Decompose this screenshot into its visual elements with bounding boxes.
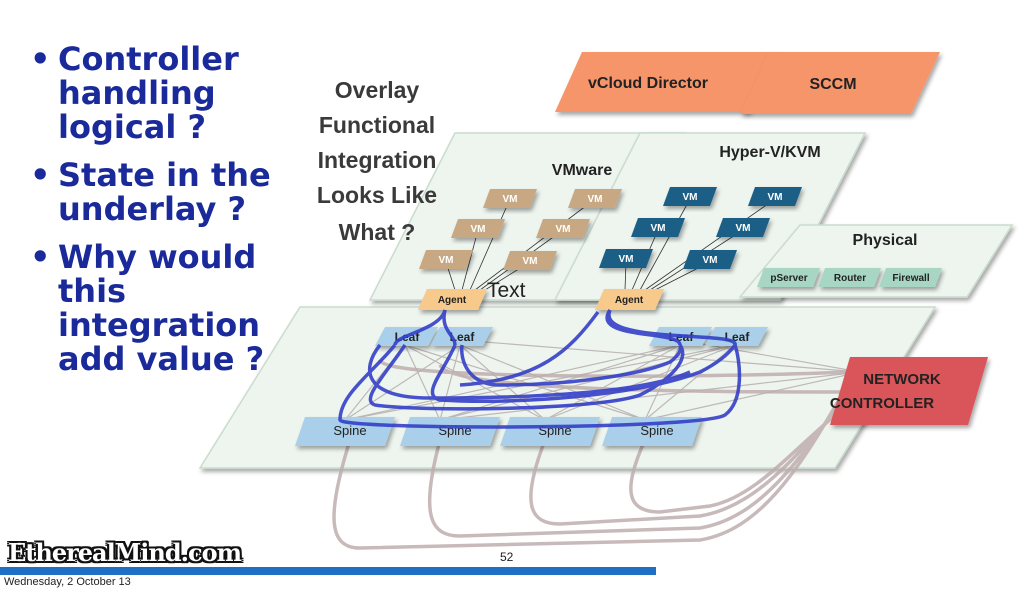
sccm-label: SCCM (809, 76, 856, 93)
device-label: Router (834, 273, 866, 284)
physical-devices: pServer Router Firewall (757, 268, 942, 287)
controller-label-line: NETWORK (863, 371, 941, 388)
vmware-agent-label: Agent (438, 295, 467, 306)
overlay-tunnel-links (338, 309, 742, 429)
diagram-title: Overlay Functional Integration Looks Lik… (317, 77, 437, 245)
leaf-label: Leaf (725, 330, 751, 344)
footer-bar (0, 567, 656, 575)
title-line: What ? (339, 219, 416, 245)
spine-box (400, 417, 500, 446)
title-line: Looks Like (317, 182, 437, 208)
vm-label: VM (619, 254, 634, 265)
vm-label: VM (439, 255, 454, 266)
bullet-item: State in the underlay ? (30, 158, 290, 226)
vm-box (631, 218, 685, 237)
hyperv-label: Hyper-V/KVM (719, 144, 820, 161)
spine-label: Spine (333, 423, 366, 438)
spine-box (500, 417, 600, 446)
physical-label: Physical (853, 232, 918, 249)
vm-label: VM (736, 223, 751, 234)
vm-box (419, 250, 473, 269)
vm-box (748, 187, 802, 206)
stray-text-label: Text (487, 279, 526, 302)
hyperv-vms: VM VM VM VM VM VM (599, 187, 802, 269)
vm-label: VM (503, 194, 518, 205)
vm-label: VM (683, 192, 698, 203)
vcloud-director-box (555, 52, 776, 112)
vm-label: VM (703, 255, 718, 266)
leaf-label: Leaf (450, 330, 476, 344)
vm-box (503, 251, 557, 270)
sccm-box (740, 52, 940, 114)
device-box (818, 268, 881, 287)
device-label: Firewall (892, 273, 929, 284)
vm-box (451, 219, 505, 238)
device-box (879, 268, 942, 287)
slide-number: 52 (500, 550, 514, 564)
leaf-box (705, 327, 768, 346)
vm-label: VM (588, 194, 603, 205)
vm-box (683, 250, 737, 269)
controller-links (332, 359, 852, 550)
vm-label: VM (651, 223, 666, 234)
vm-box (536, 219, 590, 238)
vm-label: VM (471, 224, 486, 235)
device-box (757, 268, 820, 287)
hyperv-agent-label: Agent (615, 295, 644, 306)
device-label: pServer (770, 273, 807, 284)
title-line: Functional (319, 112, 435, 138)
controller-label-line: CONTROLLER (830, 395, 934, 412)
vmware-vms: VM VM VM VM VM VM (419, 189, 622, 270)
vm-label: VM (768, 192, 783, 203)
vm-label: VM (556, 224, 571, 235)
vm-box (483, 189, 537, 208)
vcloud-director-label: vCloud Director (588, 75, 708, 92)
title-line: Overlay (335, 77, 420, 103)
hyperv-agent-box (595, 289, 664, 310)
bullet-item: Why would this integration add value ? (30, 240, 290, 376)
vmware-label: VMware (552, 162, 613, 179)
vm-box (568, 189, 622, 208)
vmware-agent-box (418, 289, 487, 310)
brand-logo: EtherealMind.com (8, 538, 242, 567)
network-controller-box (830, 357, 988, 425)
bullet-item: Controller handling logical ? (30, 42, 290, 144)
spine-switches: Spine Spine Spine Spine (295, 417, 702, 446)
vm-box (663, 187, 717, 206)
leaf-box (430, 327, 493, 346)
title-line: Integration (318, 147, 437, 173)
vm-box (716, 218, 770, 237)
vm-label: VM (523, 256, 538, 267)
vm-box (599, 249, 653, 268)
spine-label: Spine (640, 423, 673, 438)
bullet-list: Controller handling logical ? State in t… (30, 42, 290, 390)
footer-date: Wednesday, 2 October 13 (4, 576, 131, 588)
